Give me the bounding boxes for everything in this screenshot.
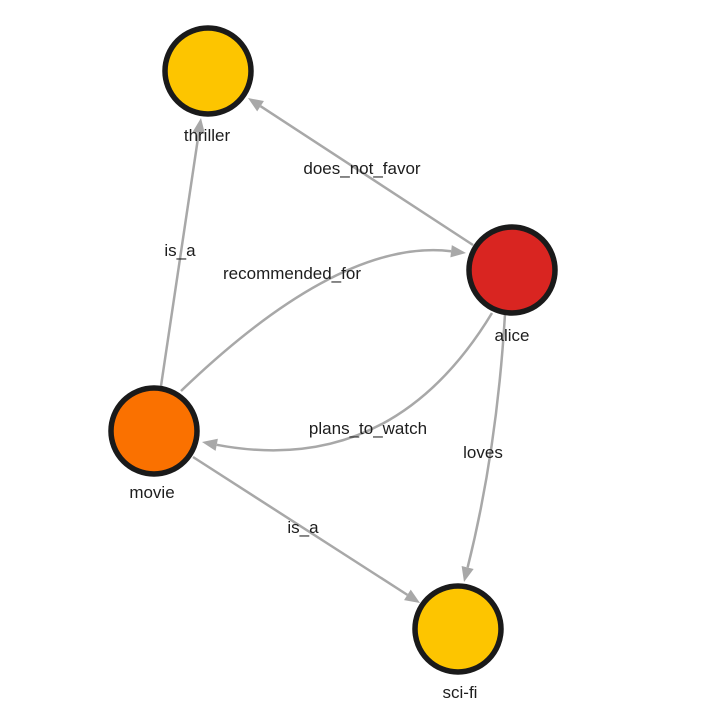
edge-layer — [159, 98, 507, 603]
node-movie[interactable] — [108, 385, 200, 477]
arrowhead-movie-isa-scifi — [404, 589, 420, 603]
arrowhead-movie-isa-thriller — [192, 118, 205, 134]
edge-label-movie-isa-thriller: is_a — [164, 241, 196, 260]
arrowhead-alice-loves-scifi — [461, 565, 474, 582]
edge-label-movie-recommendedfor-alice: recommended_for — [223, 264, 361, 283]
node-sci-fi[interactable] — [412, 583, 504, 675]
edge-movie-isa-thriller — [159, 132, 201, 387]
node-label-sci-fi: sci-fi — [443, 683, 478, 702]
node-label-alice: alice — [495, 326, 530, 345]
node-layer — [108, 25, 558, 675]
node-alice[interactable] — [466, 224, 558, 316]
edge-label-alice-doesnotfavor-thriller: does_not_favor — [303, 159, 421, 178]
node-thriller[interactable] — [162, 25, 254, 117]
node-label-thriller: thriller — [184, 126, 231, 145]
arrowhead-alice-planstowatch-movie — [202, 438, 218, 451]
edge-label-movie-isa-scifi: is_a — [287, 518, 319, 537]
edge-label-alice-loves-scifi: loves — [463, 443, 503, 462]
node-label-movie: movie — [129, 483, 174, 502]
edge-label-alice-planstowatch-movie: plans_to_watch — [309, 419, 427, 438]
arrowhead-movie-recommendedfor-alice — [450, 245, 466, 258]
edge-movie-isa-scifi — [192, 455, 409, 596]
edge-alice-planstowatch-movie — [216, 312, 494, 452]
edge-movie-recommendedfor-alice — [180, 249, 452, 392]
arrowhead-alice-doesnotfavor-thriller — [248, 98, 264, 112]
edge-alice-doesnotfavor-thriller — [259, 105, 474, 247]
label-layer: is_a does_not_favor recommended_for plans_t… — [129, 126, 529, 702]
edge-alice-loves-scifi — [466, 313, 507, 568]
